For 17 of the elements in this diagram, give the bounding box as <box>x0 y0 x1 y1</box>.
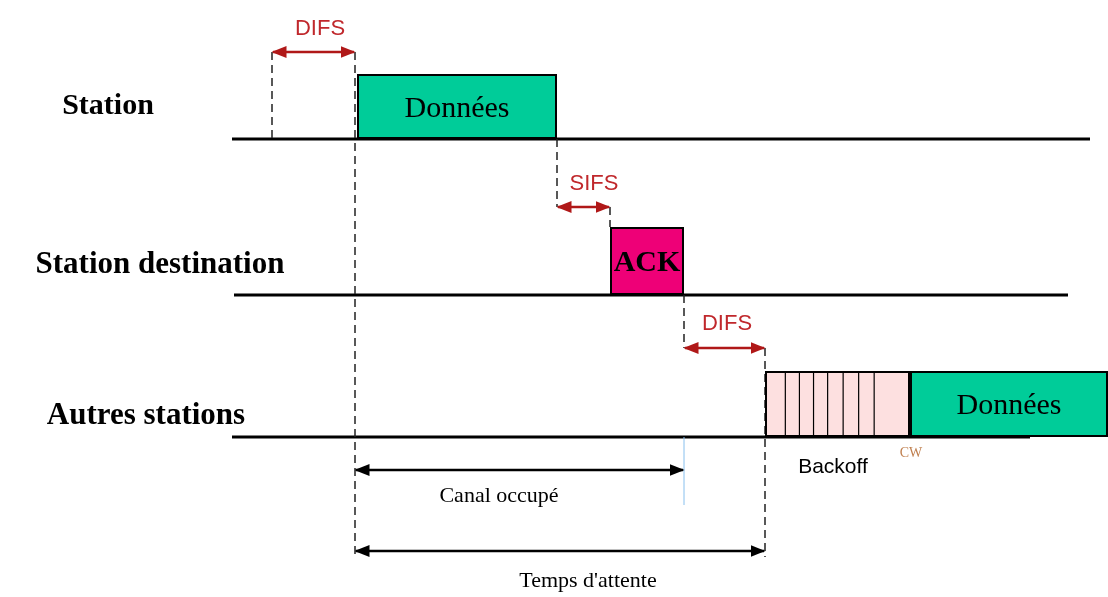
station-label: Autres stations <box>46 397 246 429</box>
station-label: Station <box>62 89 154 119</box>
frame-label: Données <box>956 389 1062 419</box>
interval-label: DIFS <box>701 312 753 334</box>
station-label: Station destination <box>35 246 285 278</box>
frame-label: ACK <box>613 246 681 276</box>
interval-label: Temps d'attente <box>519 569 657 591</box>
frame-label: Données <box>404 91 510 122</box>
interval-label: SIFS <box>569 172 619 194</box>
interval-label: DIFS <box>294 17 346 39</box>
frame-box <box>910 371 1108 437</box>
frame-box <box>610 227 684 295</box>
interval-label: CW <box>899 446 923 460</box>
interval-label: Canal occupé <box>439 484 559 506</box>
frame-box <box>357 74 557 139</box>
backoff-bar <box>765 371 910 437</box>
interval-label: Backoff <box>798 454 868 476</box>
